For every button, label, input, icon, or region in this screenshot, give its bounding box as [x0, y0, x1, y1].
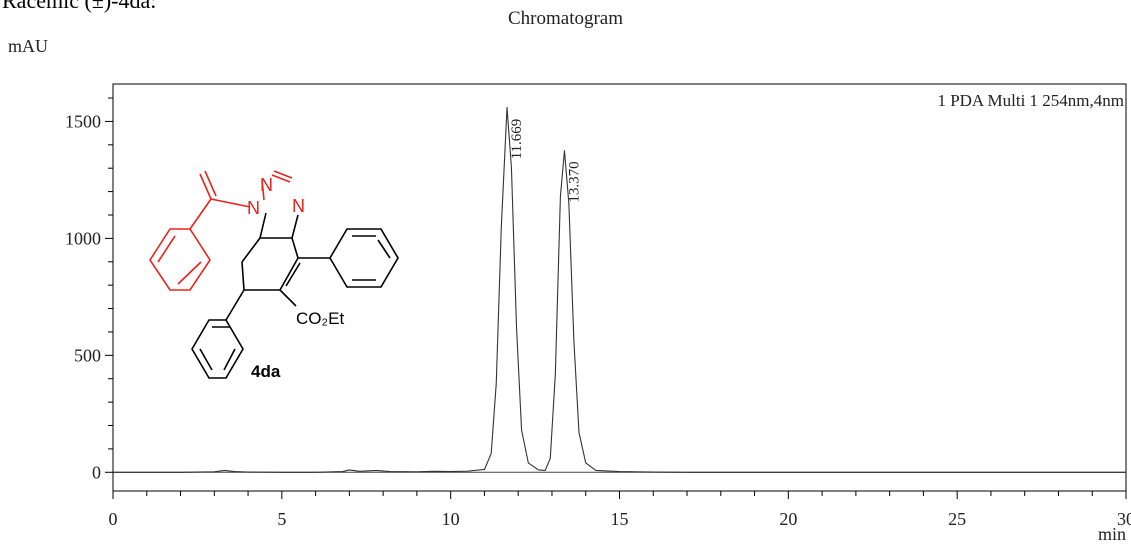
y-tick-label: 500 — [74, 345, 101, 365]
x-axis-unit: min — [1098, 524, 1126, 544]
atom-n3: N — [292, 196, 305, 216]
atom-n2: N — [260, 175, 273, 195]
atom-n1: N — [247, 198, 260, 218]
x-tick-label: 30 — [1117, 509, 1131, 529]
y-tick-label: 1000 — [65, 228, 101, 248]
figure-caption: Racemic (±)-4da: — [2, 0, 157, 13]
peak-label: 11.669 — [509, 119, 525, 160]
x-tick-label: 25 — [948, 509, 966, 529]
legend-text: 1 PDA Multi 1 254nm,4nm — [937, 91, 1124, 110]
x-tick-label: 5 — [277, 509, 286, 529]
chromatogram-trace — [113, 106, 1126, 473]
x-tick-label: 10 — [442, 509, 460, 529]
x-tick-label: 15 — [611, 509, 629, 529]
chart-title: Chromatogram — [507, 8, 624, 29]
x-tick-label: 0 — [109, 509, 118, 529]
y-axis-unit: mAU — [8, 36, 48, 56]
y-tick-label: 0 — [92, 462, 101, 482]
plot-frame — [112, 83, 1127, 492]
molecule-structure: N N N CO₂Et 4da — [149, 170, 399, 381]
x-tick-label: 20 — [779, 509, 797, 529]
y-tick-label: 1500 — [65, 111, 101, 131]
ester-group-label: CO₂Et — [296, 309, 344, 328]
compound-label: 4da — [251, 362, 281, 381]
peak-label: 13.370 — [566, 161, 582, 202]
molecule-highlighted-fragment — [149, 170, 293, 291]
